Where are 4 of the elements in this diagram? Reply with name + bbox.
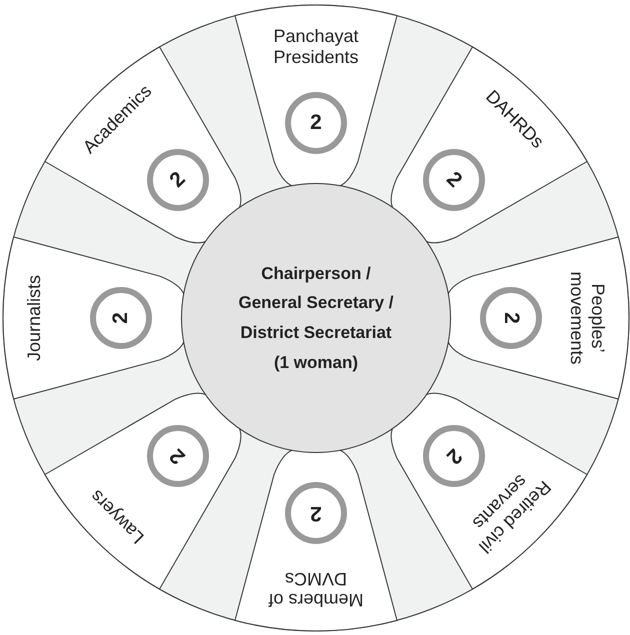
- segment-label: Journalists: [24, 274, 45, 364]
- segment-label: Peoples’ movements: [566, 270, 608, 367]
- segment-label: Members of DVMCs: [267, 568, 365, 610]
- segment-label: Panchayat Presidents: [272, 26, 360, 68]
